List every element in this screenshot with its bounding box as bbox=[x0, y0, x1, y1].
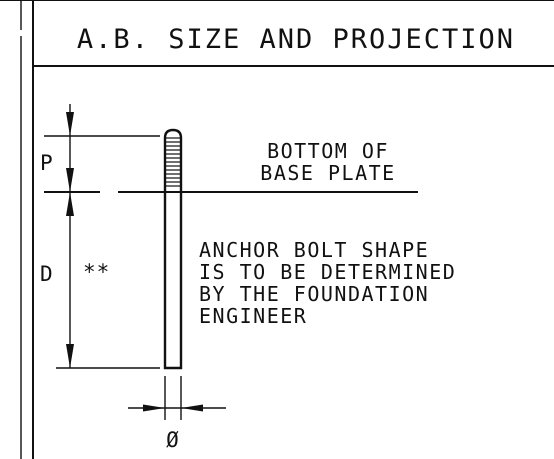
drawing-title: A.B. SIZE AND PROJECTION bbox=[77, 24, 515, 55]
bolt-thread-lines bbox=[166, 137, 180, 187]
note-line-4: ENGINEER bbox=[199, 304, 307, 328]
note-line-3: BY THE FOUNDATION bbox=[199, 282, 429, 306]
anchor-bolt bbox=[163, 128, 183, 370]
projection-bottom-arrow bbox=[66, 168, 74, 192]
diameter-symbol: Ø bbox=[166, 428, 180, 452]
diameter-left-arrow bbox=[143, 404, 165, 412]
projection-top-arrow bbox=[66, 112, 74, 136]
base-plate-label-line1: BOTTOM OF bbox=[267, 139, 389, 163]
depth-label: D bbox=[40, 262, 54, 286]
note-line-1: ANCHOR BOLT SHAPE bbox=[199, 238, 429, 262]
projection-label: P bbox=[40, 151, 54, 175]
diameter-right-arrow bbox=[181, 404, 203, 412]
diameter-dimension bbox=[128, 376, 226, 420]
bolt-shank-outline bbox=[163, 128, 183, 370]
depth-top-arrow bbox=[66, 192, 74, 216]
base-plate-label-line2: BASE PLATE bbox=[260, 161, 395, 185]
depth-bottom-arrow bbox=[66, 344, 74, 368]
vertical-dimension bbox=[66, 104, 74, 368]
depth-note-marker: ** bbox=[83, 260, 110, 284]
note-line-2: IS TO BE DETERMINED bbox=[199, 260, 456, 284]
